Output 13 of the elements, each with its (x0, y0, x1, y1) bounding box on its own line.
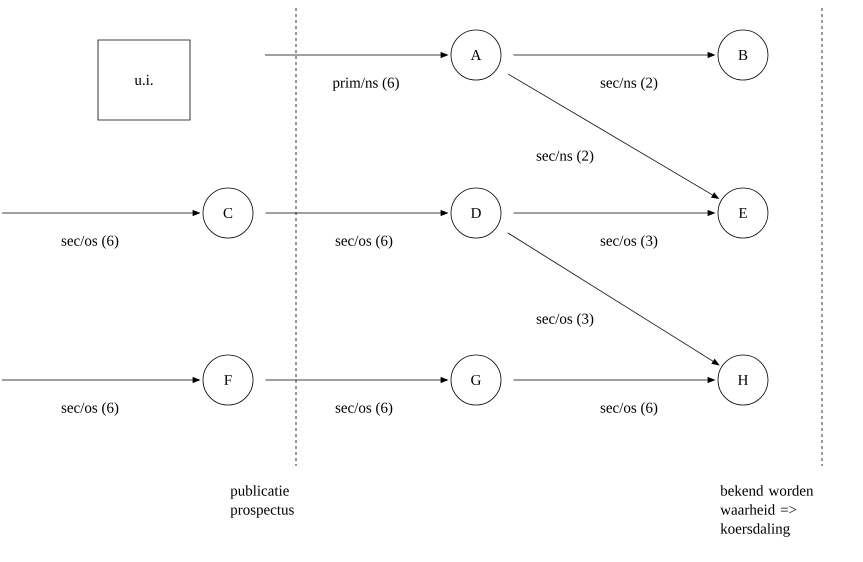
edge-label: prim/ns (6) (332, 77, 399, 91)
note: publicatie prospectus (230, 485, 294, 518)
edge-label: sec/os (3) (600, 235, 658, 249)
edge-label: sec/os (6) (336, 235, 392, 249)
edge-label: sec/ns (2) (536, 150, 594, 164)
box: u.i. (98, 40, 190, 120)
edge-label: sec/os (6) (336, 402, 392, 416)
note: bekend worden waarheid => koersdaling (720, 485, 814, 537)
edge-label: sec/os (6) (62, 235, 118, 249)
edge-label: sec/os (3) (536, 313, 594, 327)
edge-label: sec/os (6) (600, 402, 658, 416)
edge-label: sec/os (6) (62, 402, 118, 416)
edge-label: sec/ns (2) (600, 77, 658, 91)
